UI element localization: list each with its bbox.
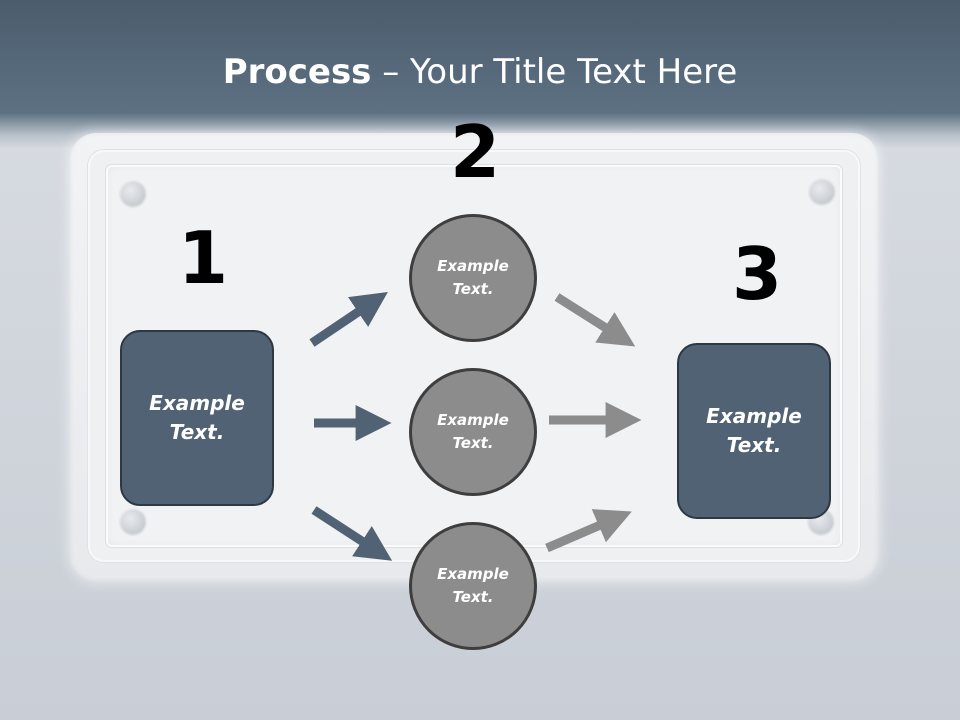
step-2-circle-top: Example Text. (409, 214, 537, 342)
step-number-1: 1 (178, 216, 229, 300)
step-2-text-bottom: Example Text. (437, 565, 509, 606)
step-1-text: Example Text. (149, 391, 245, 444)
arrow-to-circle-top (309, 291, 388, 347)
screw-icon (809, 178, 835, 204)
header-band (0, 0, 960, 150)
slide-title: Process – Your Title Text Here (0, 52, 960, 92)
step-number-3: 3 (732, 232, 783, 316)
step-number-2: 2 (450, 110, 501, 194)
arrow-from-circle-top (554, 293, 636, 347)
step-2-text-top: Example Text. (437, 257, 509, 298)
screw-icon (120, 180, 146, 206)
step-2-circle-bottom: Example Text. (409, 522, 537, 650)
step-2-text-middle: Example Text. (437, 411, 509, 452)
title-bold: Process (222, 52, 372, 92)
step-3-box: Example Text. (677, 343, 831, 519)
screw-icon (120, 508, 146, 534)
arrow-from-circle-bottom (545, 509, 632, 553)
step-3-text: Example Text. (706, 404, 802, 457)
step-1-box: Example Text. (120, 330, 274, 506)
title-rest: – Your Title Text Here (371, 52, 738, 92)
arrow-to-circle-bottom (311, 506, 393, 561)
step-2-circle-middle: Example Text. (409, 368, 537, 496)
